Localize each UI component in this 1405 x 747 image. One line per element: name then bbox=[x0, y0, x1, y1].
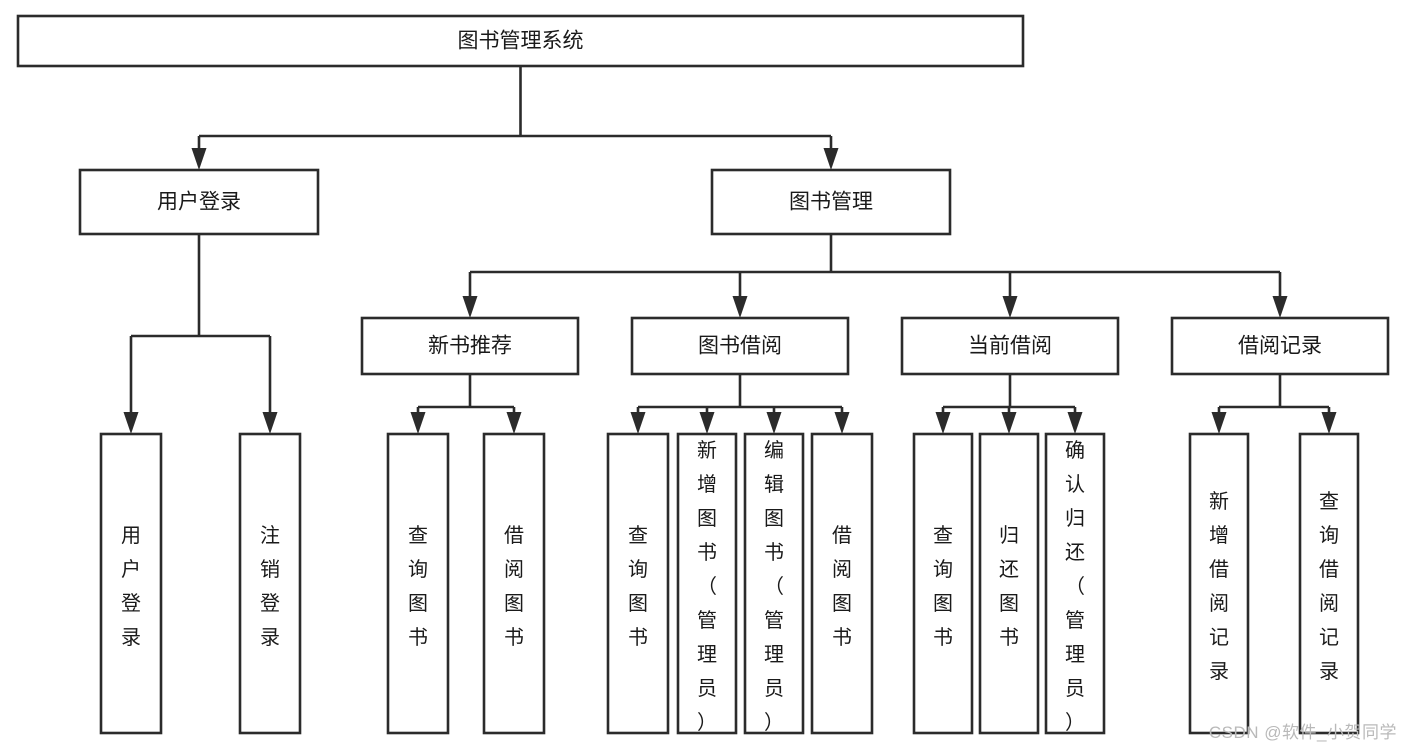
edge-group-book-manage bbox=[462, 234, 1288, 318]
node-leaf-return-book[interactable]: 归还图书 bbox=[978, 432, 1040, 735]
node-label: 借阅记录 bbox=[1238, 335, 1322, 358]
node-box[interactable] bbox=[360, 316, 580, 376]
node-label: 查询图书 bbox=[933, 524, 953, 649]
edge-arrowhead bbox=[191, 148, 207, 170]
node-leaf-logout-login[interactable]: 注销登录 bbox=[238, 432, 302, 735]
node-box[interactable] bbox=[676, 432, 738, 735]
edge-arrowhead bbox=[1211, 412, 1227, 434]
node-box[interactable] bbox=[743, 432, 805, 735]
edge-arrowhead bbox=[506, 412, 522, 434]
node-label: 编辑图书（管理员） bbox=[764, 439, 784, 734]
node-box[interactable] bbox=[482, 432, 546, 735]
edge-arrowhead bbox=[410, 412, 426, 434]
node-label: 借阅图书 bbox=[504, 524, 524, 649]
node-box[interactable] bbox=[710, 168, 952, 236]
edge-group-book-borrow bbox=[630, 374, 850, 434]
node-box[interactable] bbox=[810, 432, 874, 735]
node-leaf-edit-book-admin[interactable]: 编辑图书（管理员） bbox=[743, 432, 805, 735]
edge-arrowhead bbox=[935, 412, 951, 434]
node-label: 图书管理系统 bbox=[458, 30, 584, 53]
node-label: 查询图书 bbox=[628, 524, 648, 649]
node-label: 用户登录 bbox=[157, 191, 241, 214]
node-label: 图书管理 bbox=[789, 191, 873, 214]
edges-layer bbox=[123, 66, 1337, 434]
node-label: 当前借阅 bbox=[968, 335, 1052, 358]
node-box[interactable] bbox=[99, 432, 163, 735]
edge-arrowhead bbox=[123, 412, 139, 434]
node-book-manage[interactable]: 图书管理 bbox=[710, 168, 952, 236]
node-leaf-borrow-book-1[interactable]: 借阅图书 bbox=[482, 432, 546, 735]
node-label: 新增图书（管理员） bbox=[697, 439, 717, 734]
node-box[interactable] bbox=[1170, 316, 1390, 376]
edge-arrowhead bbox=[699, 412, 715, 434]
node-box[interactable] bbox=[238, 432, 302, 735]
edge-arrowhead bbox=[823, 148, 839, 170]
watermark-text: CSDN @软件_小贺同学 bbox=[1208, 723, 1397, 742]
edge-arrowhead bbox=[1067, 412, 1083, 434]
edge-arrowhead bbox=[1321, 412, 1337, 434]
node-label: 借阅图书 bbox=[832, 524, 852, 649]
node-box[interactable] bbox=[1298, 432, 1360, 735]
node-label: 新书推荐 bbox=[428, 335, 512, 358]
node-box[interactable] bbox=[978, 432, 1040, 735]
node-box[interactable] bbox=[386, 432, 450, 735]
node-box[interactable] bbox=[606, 432, 670, 735]
node-box[interactable] bbox=[78, 168, 320, 236]
node-user-login[interactable]: 用户登录 bbox=[78, 168, 320, 236]
edge-group-current-borrow bbox=[935, 374, 1083, 434]
node-book-borrow[interactable]: 图书借阅 bbox=[630, 316, 850, 376]
node-new-book-recommend[interactable]: 新书推荐 bbox=[360, 316, 580, 376]
edge-arrowhead bbox=[1002, 296, 1018, 318]
edge-group-root bbox=[191, 66, 839, 170]
node-leaf-add-borrow-record[interactable]: 新增借阅记录 bbox=[1188, 432, 1250, 735]
edge-group-user-login bbox=[123, 234, 278, 434]
node-leaf-query-borrow-record[interactable]: 查询借阅记录 bbox=[1298, 432, 1360, 735]
edge-arrowhead bbox=[630, 412, 646, 434]
nodes-layer: 图书管理系统用户登录图书管理新书推荐图书借阅当前借阅借阅记录用户登录注销登录查询… bbox=[16, 14, 1390, 735]
node-label: 用户登录 bbox=[121, 525, 141, 649]
node-leaf-query-book-2[interactable]: 查询图书 bbox=[606, 432, 670, 735]
node-box[interactable] bbox=[630, 316, 850, 376]
edge-arrowhead bbox=[1272, 296, 1288, 318]
edge-arrowhead bbox=[462, 296, 478, 318]
edge-arrowhead bbox=[262, 412, 278, 434]
node-label: 归还图书 bbox=[999, 524, 1019, 649]
node-label: 新增借阅记录 bbox=[1209, 490, 1229, 683]
node-label: 图书借阅 bbox=[698, 335, 782, 358]
node-label: 注销登录 bbox=[260, 524, 280, 649]
node-box[interactable] bbox=[1188, 432, 1250, 735]
node-box[interactable] bbox=[1044, 432, 1106, 735]
node-box[interactable] bbox=[900, 316, 1120, 376]
edge-group-new-book-recommend bbox=[410, 374, 522, 434]
node-leaf-add-book-admin[interactable]: 新增图书（管理员） bbox=[676, 432, 738, 735]
edge-arrowhead bbox=[1001, 412, 1017, 434]
node-root[interactable]: 图书管理系统 bbox=[16, 14, 1025, 68]
node-label: 确认归还（管理员） bbox=[1065, 439, 1085, 734]
node-box[interactable] bbox=[16, 14, 1025, 68]
node-leaf-query-book-3[interactable]: 查询图书 bbox=[912, 432, 974, 735]
edge-group-borrow-record bbox=[1211, 374, 1337, 434]
edge-arrowhead bbox=[766, 412, 782, 434]
node-leaf-query-book-1[interactable]: 查询图书 bbox=[386, 432, 450, 735]
node-borrow-record[interactable]: 借阅记录 bbox=[1170, 316, 1390, 376]
node-label: 查询借阅记录 bbox=[1319, 490, 1339, 683]
node-leaf-user-login[interactable]: 用户登录 bbox=[99, 432, 163, 735]
node-label: 查询图书 bbox=[408, 524, 428, 649]
edge-arrowhead bbox=[732, 296, 748, 318]
edge-arrowhead bbox=[834, 412, 850, 434]
node-leaf-borrow-book-2[interactable]: 借阅图书 bbox=[810, 432, 874, 735]
node-current-borrow[interactable]: 当前借阅 bbox=[900, 316, 1120, 376]
node-leaf-confirm-return-admin[interactable]: 确认归还（管理员） bbox=[1044, 432, 1106, 735]
node-box[interactable] bbox=[912, 432, 974, 735]
